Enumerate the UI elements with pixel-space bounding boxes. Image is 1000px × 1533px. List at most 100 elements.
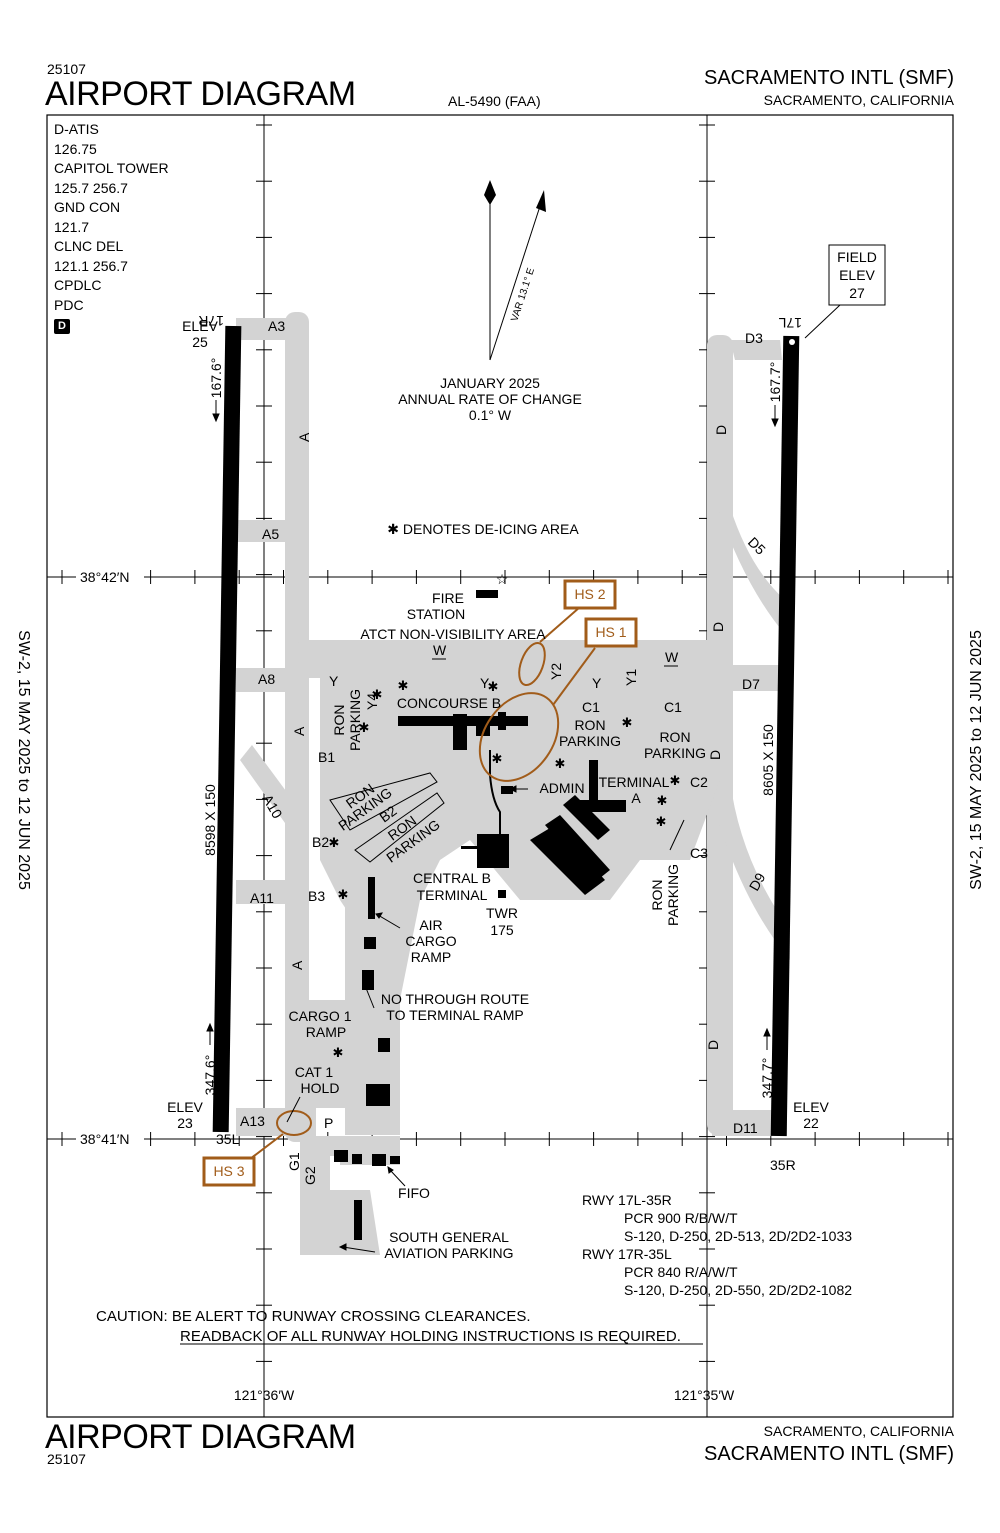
deicing-legend: ✱ DENOTES DE-ICING AREA [387,521,579,537]
field-elev-point [789,339,795,345]
ron-parking-label: PARKING [559,733,621,749]
caution-note: CAUTION: BE ALERT TO RUNWAY CROSSING CLE… [96,1308,703,1345]
taxiway-d-label: D [707,750,723,760]
taxiway-y1-label: Y1 [623,669,639,686]
cat-1-hold-label: HOLD [301,1080,340,1096]
svg-text:✱: ✱ [359,720,370,735]
latitude-bottom: 38°41′N [80,1131,129,1147]
pavement [236,312,790,1255]
tower-label: 175 [490,922,514,938]
taxiway-d9-label: D9 [746,870,769,894]
hotspot-2-box[interactable]: HS 2 [563,579,617,610]
airport-beacon-icon: ☆ [496,571,509,587]
taxiway-a-label: A [289,960,305,970]
heading-label: 167.7° [767,362,783,403]
taxiway-w-label: W [433,642,447,658]
chart-frame [46,114,954,1418]
elev-label: ELEV [182,318,218,334]
taxiway-d11-label: D11 [733,1120,758,1136]
deicing-markers: ✱✱✱ ✱✱✱ ✱✱✱ ✱✱✱ ✱ [329,678,681,1060]
runway-35l-id: 35L [216,1131,240,1147]
runway-17r-id: 17R [198,313,224,329]
freq-line: 121.7 [54,218,90,235]
runway-info: RWY 17L-35R PCR 900 R/B/W/T S-120, D-250… [582,1192,852,1298]
runway-info-line: S-120, D-250, 2D-550, 2D/2D2-1082 [624,1282,852,1298]
buildings [334,590,626,1240]
central-b-terminal-label: CENTRAL B [413,870,491,886]
central-b-terminal-label: TERMINAL [417,887,488,903]
south-ga-label: AVIATION PARKING [384,1245,513,1261]
rate-line: 0.1° W [469,407,512,423]
field-elevation-box: FIELD ELEV 27 [804,244,886,339]
south-ga-label: SOUTH GENERAL [389,1229,509,1245]
elev-label: ELEV [167,1099,203,1115]
taxiway-a5-label: A5 [262,526,279,542]
frequency-list: D-ATIS 126.75 CAPITOL TOWER 125.7 256.7 … [54,120,169,335]
rate-line: JANUARY 2025 [440,375,540,391]
taxiway-a13-label: A13 [240,1113,265,1129]
freq-line: CAPITOL TOWER [54,160,169,176]
svg-text:✱: ✱ [338,887,349,902]
freq-line: 121.1 256.7 [54,257,128,274]
runway-17r-35l [212,325,242,1133]
hotspot-1-box[interactable]: HS 1 [584,617,638,648]
svg-text:✱: ✱ [622,715,633,730]
freq-line: CLNC DEL [54,238,124,254]
al-number: AL-5490 (FAA) [448,93,541,109]
terminal-a-label: TERMINAL [599,774,670,790]
heading-label: 347.7° [759,1058,775,1099]
svg-text:✱: ✱ [372,687,383,702]
ron-parking-label: PARKING [665,864,681,926]
taxiway-a3-label: A3 [268,318,285,334]
taxiway-a11-label: A11 [250,890,274,906]
runway-info-line: PCR 840 R/A/W/T [624,1264,738,1280]
elev-label: ELEV [793,1099,829,1115]
elev-value: 23 [177,1115,193,1131]
hotspot-areas [245,606,596,1163]
air-cargo-label: RAMP [411,949,451,965]
taxiway-p-label: P [324,1115,333,1131]
svg-text:✱: ✱ [488,679,499,694]
runway-17l-dimensions: 8605 X 150 [760,724,776,796]
runway-17r-dimensions: 8598 X 150 [202,784,218,856]
hotspot-1-label: HS 1 [595,624,626,640]
svg-text:✱: ✱ [656,814,667,829]
footer-location: SACRAMENTO, CALIFORNIA [763,1423,954,1439]
airport-location: SACRAMENTO, CALIFORNIA [763,92,954,108]
ron-parking-label: RON [574,717,605,733]
latitude-top: 38°42′N [80,569,129,585]
taxiway-b1-label: B1 [318,749,335,765]
runway-info-line: RWY 17R-35L [582,1246,672,1262]
fire-station-label: STATION [407,606,466,622]
footer-title: AIRPORT DIAGRAM [45,1418,356,1456]
terminal-a-label: A [631,790,641,806]
caution-line: CAUTION: BE ALERT TO RUNWAY CROSSING CLE… [96,1308,531,1325]
taxiway-a-label: A [296,432,312,442]
field-elev-line: ELEV [839,267,875,283]
fifo-label: FIFO [398,1185,430,1201]
hotspot-3-box[interactable]: HS 3 [202,1156,256,1187]
taxiway-b3-label: B3 [308,888,325,904]
freq-line: D-ATIS [54,121,99,137]
taxiway-g2-label: G2 [302,1166,318,1185]
taxiway-d7-label: D7 [742,676,760,692]
chart-number: 25107 [47,61,86,77]
elev-value: 22 [803,1115,819,1131]
svg-text:✱: ✱ [329,835,340,850]
ron-parking-label: RON [659,729,690,745]
admin-label: ADMIN [539,780,584,796]
heading-label: 347.6° [202,1055,218,1096]
ron-parking-label: RON [331,704,347,735]
freq-line: 126.75 [54,140,97,157]
freq-line: CPDLC [54,277,102,293]
taxiway-a8-label: A8 [258,671,275,687]
heading-label: 167.6° [208,358,224,399]
coordinates: 38°42′N 38°41′N 121°36′W 121°35′W [76,569,735,1403]
air-cargo-label: AIR [419,917,442,933]
rate-of-change: JANUARY 2025 ANNUAL RATE OF CHANGE 0.1° … [398,375,582,423]
cargo-1-ramp-label: CARGO 1 [288,1008,351,1024]
page-title: AIRPORT DIAGRAM [45,75,356,113]
rate-line: ANNUAL RATE OF CHANGE [398,391,582,407]
runway-17l-id: 17L [778,315,802,331]
